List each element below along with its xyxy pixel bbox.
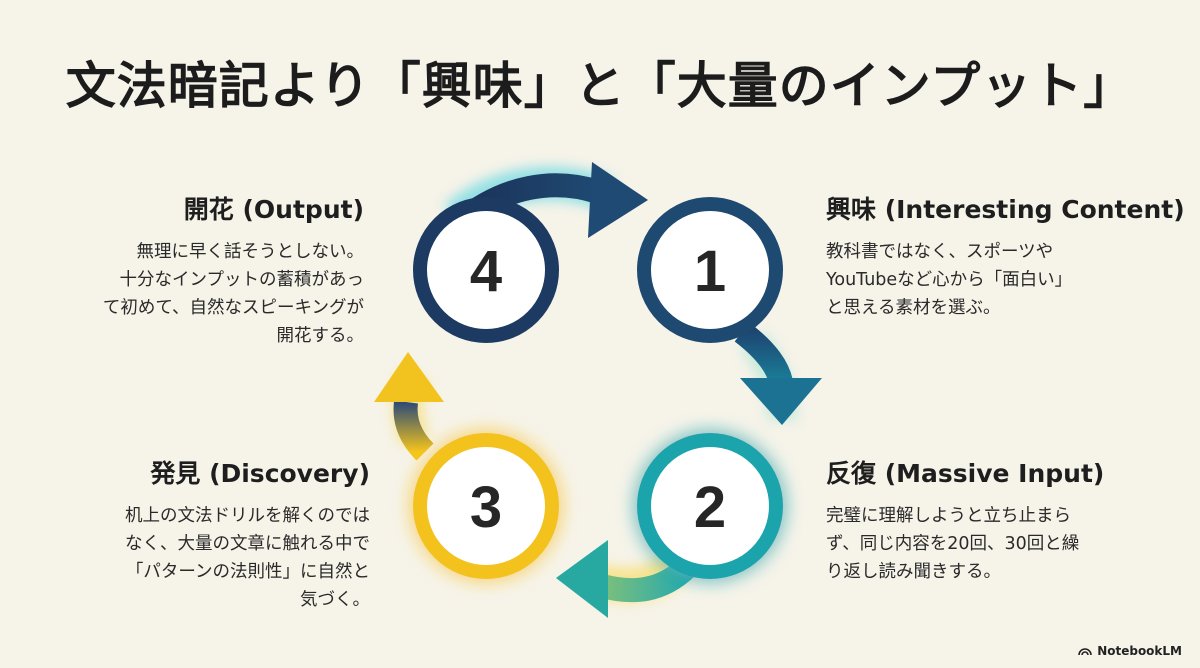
step-heading-4: 開花 (Output) xyxy=(183,195,364,224)
step-1-line: と思える素材を選ぶ。 xyxy=(826,298,1001,318)
arrow-3-to-4 xyxy=(374,352,444,461)
step-description-1: 教科書ではなく、スポーツや YouTubeなど心から「面白い」 と思える素材を選… xyxy=(826,238,1185,322)
step-1-line: 教科書ではなく、スポーツや xyxy=(826,242,1054,262)
step-number-3: 3 xyxy=(470,475,502,540)
step-number-1: 1 xyxy=(694,239,726,304)
step-block-4: 開花 (Output) 無理に早く話そうとしない。 十分なインプットの蓄積があっ… xyxy=(103,190,364,350)
step-block-2: 反復 (Massive Input) 完璧に理解しようと立ち止まら ず、同じ内容… xyxy=(826,454,1104,586)
step-description-2: 完璧に理解しようと立ち止まら ず、同じ内容を20回、30回と繰 り返し読み聞きす… xyxy=(826,502,1104,586)
step-circle-1: 1 xyxy=(637,197,783,343)
arrow-1-to-2 xyxy=(734,322,822,425)
step-circle-4: 4 xyxy=(413,197,559,343)
step-description-4: 無理に早く話そうとしない。 十分なインプットの蓄積があっ て初めて、自然なスピー… xyxy=(103,238,364,350)
step-2-line: り返し読み聞きする。 xyxy=(826,562,1001,582)
step-circle-2: 2 xyxy=(637,433,783,579)
notebooklm-logo-icon xyxy=(1078,648,1092,656)
step-heading-3: 発見 (Discovery) xyxy=(150,459,370,488)
brand-label: NotebookLM xyxy=(1097,644,1182,658)
step-2-line: 完璧に理解しようと立ち止まら xyxy=(826,506,1071,526)
step-number-4: 4 xyxy=(470,239,502,304)
step-4-line: 開花する。 xyxy=(276,326,365,346)
step-3-line: 机上の文法ドリルを解くのでは xyxy=(125,506,370,526)
step-description-3: 机上の文法ドリルを解くのでは なく、大量の文章に触れる中で 「パターンの法則性」… xyxy=(125,502,370,614)
step-number-2: 2 xyxy=(694,475,726,540)
step-circle-3: 3 xyxy=(413,433,559,579)
step-4-line: 十分なインプットの蓄積があっ xyxy=(119,270,364,290)
step-block-1: 興味 (Interesting Content) 教科書ではなく、スポーツや Y… xyxy=(826,190,1185,322)
step-4-line: て初めて、自然なスピーキングが xyxy=(102,298,364,318)
step-heading-2: 反復 (Massive Input) xyxy=(826,459,1105,488)
notebooklm-watermark: NotebookLM xyxy=(1078,644,1182,658)
step-3-line: 気づく。 xyxy=(300,590,370,610)
step-4-line: 無理に早く話そうとしない。 xyxy=(136,242,365,262)
step-3-line: 「パターンの法則性」に自然と xyxy=(125,562,370,582)
step-2-line: ず、同じ内容を20回、30回と繰 xyxy=(826,534,1080,554)
page-title: 文法暗記より「興味」と「大量のインプット」 xyxy=(65,57,1135,115)
step-3-line: なく、大量の文章に触れる中で xyxy=(125,534,370,554)
step-1-line: YouTubeなど心から「面白い」 xyxy=(826,270,1073,290)
step-block-3: 発見 (Discovery) 机上の文法ドリルを解くのでは なく、大量の文章に触… xyxy=(125,454,370,614)
step-heading-1: 興味 (Interesting Content) xyxy=(826,195,1185,224)
